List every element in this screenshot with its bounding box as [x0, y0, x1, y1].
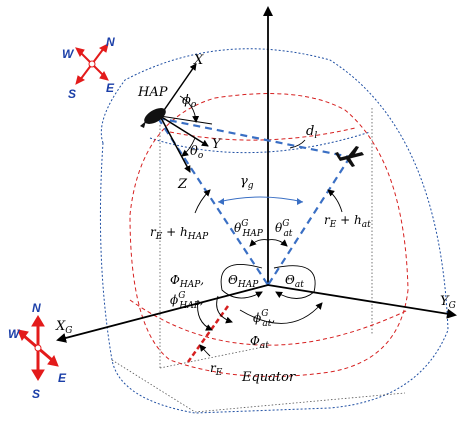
theta-o-label: θo [190, 144, 204, 161]
hap-airship-icon [140, 108, 166, 128]
aircraft-icon [335, 146, 364, 167]
big-theta-hap-label: ΘHAP [228, 273, 259, 290]
big-phi-hap-label: ΦHAP, [170, 273, 204, 290]
r-e-leader [199, 344, 211, 357]
gamma-label: γg [240, 174, 254, 191]
big-phi-at-label: Φat [250, 334, 269, 351]
global-x-label: XG [55, 319, 72, 336]
big-theta-at-arc [273, 265, 316, 299]
r-at-leader [327, 189, 343, 213]
phi-hap-g-arc [197, 299, 213, 331]
big-theta-hap-arc [220, 264, 263, 299]
big-theta-at-label: Θat [285, 273, 304, 290]
hap-label: HAP [137, 85, 168, 100]
local-x-label: X [193, 53, 204, 68]
compass-top-e: E [106, 81, 115, 95]
theta-at-g-arc [267, 239, 288, 247]
compass-top-s: S [68, 87, 76, 101]
d-label: dl [306, 124, 317, 141]
gamma-arc-head-left [218, 198, 224, 205]
equator-label: Equator [241, 370, 296, 385]
r-hap-label: rE + hHAP [150, 225, 209, 242]
r-hap-leader [194, 189, 211, 214]
compass-bottom-w: W [8, 327, 21, 341]
local-x-axis [159, 63, 197, 117]
gamma-arc-head-right [297, 198, 303, 205]
local-z-axis [159, 115, 191, 173]
r-at-label: rE + hat [324, 213, 371, 230]
pointing-line [159, 115, 213, 125]
projection-frame [111, 108, 406, 413]
compass-bottom-s: S [32, 387, 40, 401]
compass-bottom-rose [17, 315, 59, 381]
compass-top: N E S W [62, 35, 115, 101]
earth-sphere-outline [129, 93, 409, 377]
r-e-label: rE [210, 361, 223, 378]
theta-hap-g-arc [249, 239, 269, 247]
d-leader [289, 139, 306, 149]
theta-o-arc [181, 137, 196, 157]
global-y-label: YG [440, 294, 456, 311]
local-y-label: Y [212, 137, 222, 152]
link-lines [157, 116, 351, 286]
global-x-axis [56, 284, 269, 343]
local-y-axis [159, 115, 209, 147]
compass-top-rose [75, 43, 109, 85]
compass-top-w: W [62, 47, 75, 61]
big-phi-at-arc [239, 302, 323, 324]
equator-arc [129, 299, 409, 346]
local-z-label: Z [177, 177, 188, 192]
earth-cap-arc [169, 127, 356, 141]
compass-top-n: N [106, 35, 115, 49]
compass-bottom-n: N [32, 301, 41, 315]
global-y-axis [267, 284, 457, 319]
compass-bottom: N E S W [8, 301, 67, 401]
compass-bottom-e: E [58, 371, 67, 385]
phi-o-arc [179, 95, 200, 123]
phi-o-label: ϕo [182, 93, 197, 110]
big-phi-hap-arc [216, 295, 233, 324]
gamma-arc [217, 196, 304, 203]
outer-sphere-cap-arc [149, 131, 371, 154]
outer-sphere-outline [99, 48, 449, 414]
